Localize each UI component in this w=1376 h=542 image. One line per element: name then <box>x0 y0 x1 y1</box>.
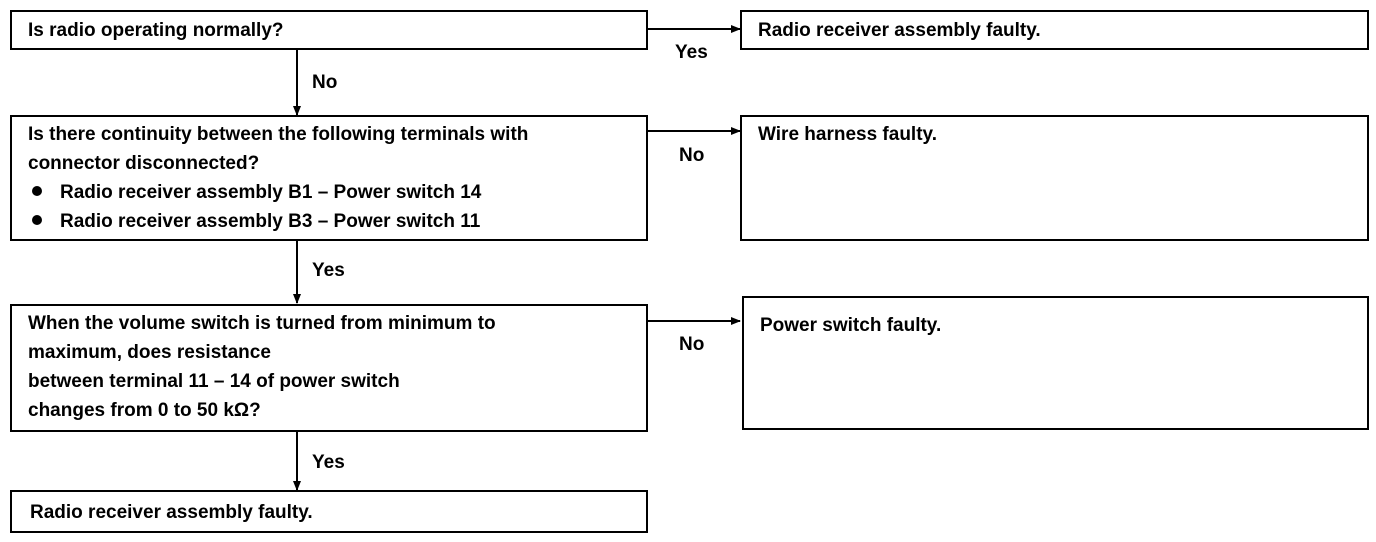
bullet-text: Radio receiver assembly B1 – Power switc… <box>60 182 482 203</box>
edge-label-yes: Yes <box>312 260 345 281</box>
bullet-item: Radio receiver assembly B3 – Power switc… <box>28 207 480 236</box>
bullet-dot-icon <box>32 185 42 196</box>
bullet-item: Radio receiver assembly B1 – Power switc… <box>28 178 481 207</box>
question-text-line1: Is there continuity between the followin… <box>28 124 529 145</box>
edge-label-no: No <box>679 145 705 166</box>
edge-label-no: No <box>679 334 705 355</box>
edge-label-yes: Yes <box>675 42 708 63</box>
result-text: Power switch faulty. <box>760 315 942 336</box>
question-text-line2: connector disconnected? <box>28 153 260 174</box>
question-text-line1: When the volume switch is turned from mi… <box>28 313 496 334</box>
edge-label-no: No <box>312 72 338 93</box>
edge-label-yes: Yes <box>312 452 345 473</box>
question-text: Is radio operating normally? <box>28 20 284 41</box>
bullet-dot-icon <box>32 214 42 225</box>
result-box-radio-receiver-faulty-final: Radio receiver assembly faulty. <box>10 490 648 533</box>
result-text: Wire harness faulty. <box>758 124 937 145</box>
result-box-wire-harness-faulty: Wire harness faulty. <box>740 115 1369 241</box>
question-box-radio-operating: Is radio operating normally? <box>10 10 648 50</box>
result-text: Radio receiver assembly faulty. <box>30 502 313 523</box>
bullet-text: Radio receiver assembly B3 – Power switc… <box>60 211 481 232</box>
question-text-line4: changes from 0 to 50 kΩ? <box>28 400 261 421</box>
result-box-power-switch-faulty: Power switch faulty. <box>742 296 1369 430</box>
question-box-continuity: Is there continuity between the followin… <box>10 115 648 241</box>
result-box-radio-receiver-faulty: Radio receiver assembly faulty. <box>740 10 1369 50</box>
question-box-volume-resistance: When the volume switch is turned from mi… <box>10 304 648 432</box>
question-text-line2: maximum, does resistance <box>28 342 271 363</box>
result-text: Radio receiver assembly faulty. <box>758 20 1041 41</box>
question-text-line3: between terminal 11 – 14 of power switch <box>28 371 400 392</box>
